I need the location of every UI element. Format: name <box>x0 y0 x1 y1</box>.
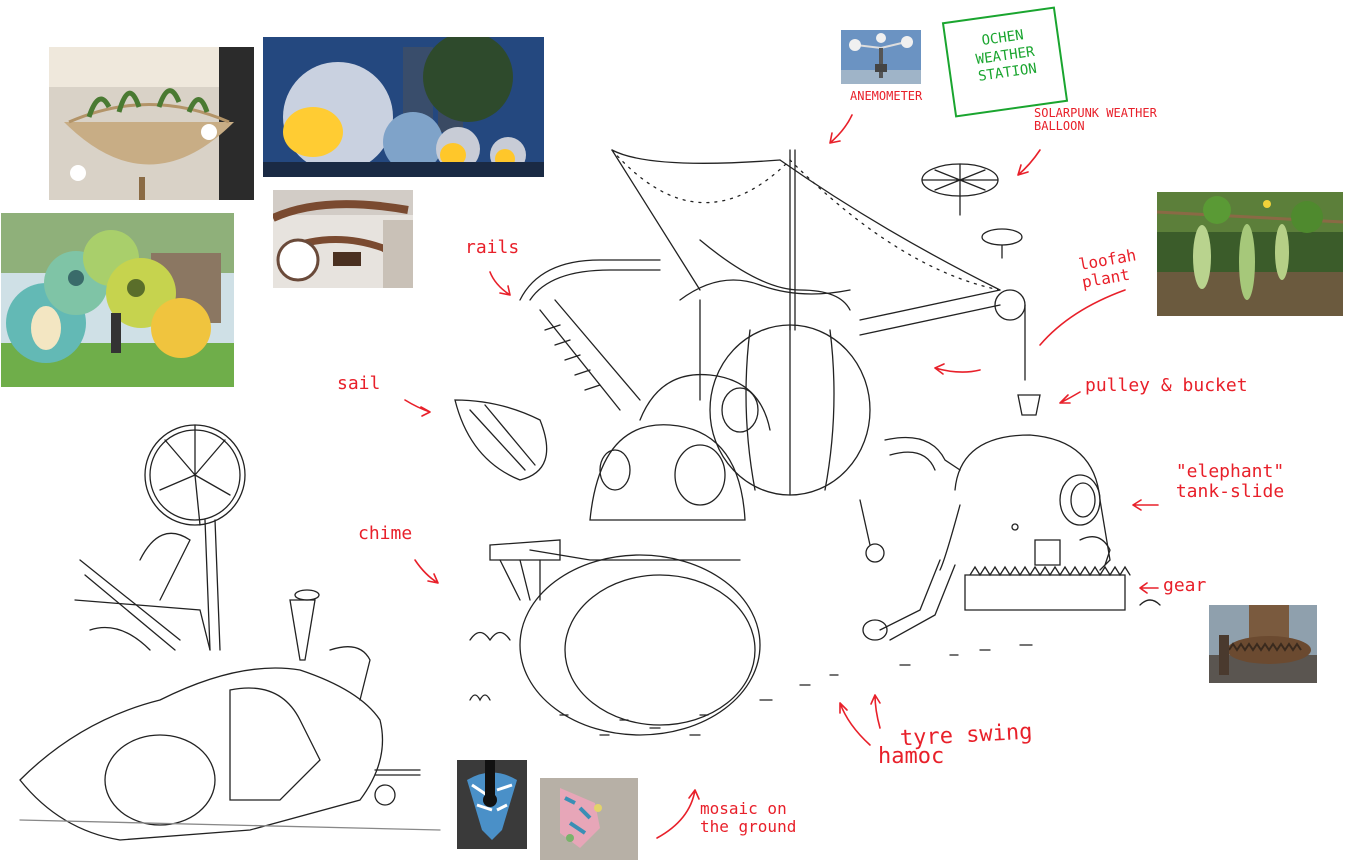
ref-photo-mosaic-heart[interactable] <box>457 760 527 849</box>
annotation-arrows <box>404 114 1159 839</box>
balloon-sketch <box>921 163 1023 259</box>
ref-photo-mosaic-path[interactable] <box>540 778 638 860</box>
label-mosaic: mosaic on the ground <box>700 799 797 836</box>
label-elephant: "elephant" tank-slide <box>1175 461 1285 502</box>
label-pulley: pulley & bucket <box>1085 375 1248 396</box>
label-chime: chime <box>358 523 413 544</box>
ref-photo-rail-track[interactable] <box>273 190 413 288</box>
label-hamoc: hamoc <box>878 744 945 769</box>
ref-photo-caterpillar-playhouse[interactable] <box>1 213 234 387</box>
main-sketch <box>454 149 1161 736</box>
label-gear: gear <box>1163 575 1207 596</box>
ref-photo-anemometer[interactable] <box>841 30 921 84</box>
label-sail: sail <box>337 373 381 394</box>
ref-photo-planter-pod[interactable] <box>49 47 254 200</box>
label-rails: rails <box>465 237 520 258</box>
ref-photo-gear[interactable] <box>1209 605 1317 683</box>
ref-photo-glowing-domes[interactable] <box>263 37 544 177</box>
label-weather-balloon: SOLARPUNK WEATHER BALLOON <box>1034 106 1157 134</box>
label-anemometer: ANEMOMETER <box>850 89 923 103</box>
ref-photo-loofah-plant[interactable] <box>1157 192 1343 316</box>
secondary-sketch <box>19 424 441 841</box>
